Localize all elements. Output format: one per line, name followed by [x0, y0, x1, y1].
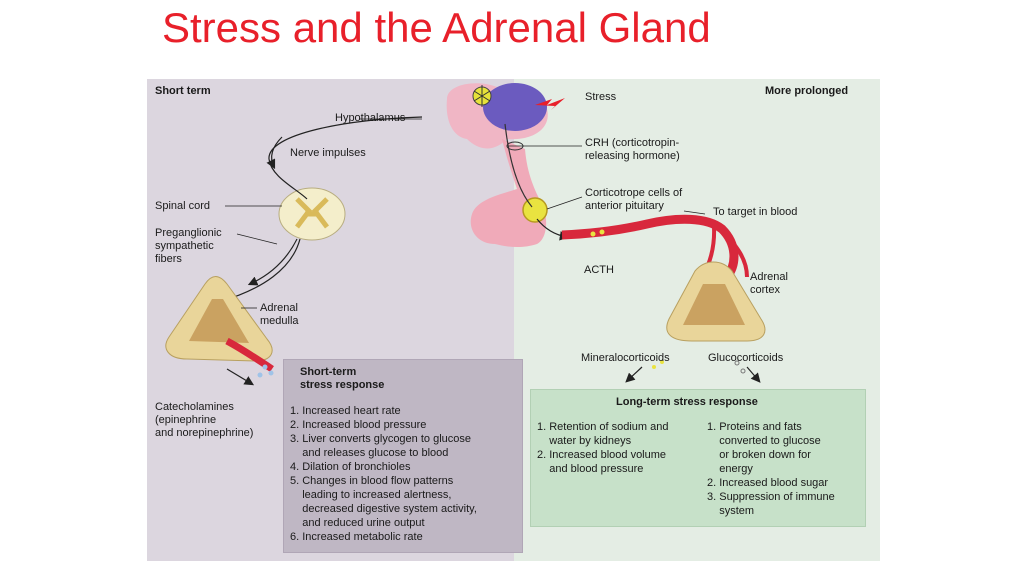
- more-prolonged-label: More prolonged: [765, 85, 849, 97]
- long-term-list-col2: 1. Proteins and fats converted to glucos…: [707, 420, 835, 518]
- short-term-label: Short term: [155, 85, 211, 97]
- list-item: 1. Increased heart rate: [290, 405, 401, 417]
- list-item: 4. Dilation of bronchioles: [290, 461, 411, 473]
- hypothalamus-figure: [446, 83, 548, 149]
- spinal-cord-figure: [278, 187, 346, 241]
- list-item: leading to increased alertness,: [290, 489, 452, 501]
- list-item: 5. Changes in blood flow patterns: [290, 475, 454, 487]
- list-item: decreased digestive system activity,: [290, 503, 477, 515]
- list-item: system: [707, 505, 755, 517]
- diagram-artwork: [165, 83, 766, 386]
- list-item: and releases glucose to blood: [290, 447, 449, 459]
- mineralocorticoids-label: Mineralocorticoids: [581, 352, 670, 364]
- short-term-list: 1. Increased heart rate 2. Increased blo…: [290, 404, 477, 544]
- list-item: 6. Increased metabolic rate: [290, 531, 423, 543]
- spinal-cord-label: Spinal cord: [155, 200, 211, 212]
- page-title: Stress and the Adrenal Gland: [162, 4, 711, 51]
- list-item: energy: [707, 463, 753, 475]
- stress-adrenal-diagram: Short term More prolonged Stress Hypotha…: [147, 79, 880, 561]
- adrenal-cortex-figure: [666, 261, 766, 342]
- list-item: 2. Increased blood volume: [537, 449, 667, 461]
- list-item: water by kidneys: [537, 435, 632, 447]
- nerve-impulses-label: Nerve impulses: [290, 147, 366, 159]
- list-item: 3. Liver converts glycogen to glucose: [290, 433, 471, 445]
- glucocorticoids-label: Glucocorticoids: [708, 352, 784, 364]
- hypothalamus-label: Hypothalamus: [335, 112, 406, 124]
- list-item: and blood pressure: [537, 463, 644, 475]
- list-item: 2. Increased blood sugar: [707, 477, 829, 489]
- acth-label: ACTH: [584, 264, 614, 276]
- long-term-response-box: Long-term stress response 1. Retention o…: [530, 389, 866, 527]
- list-item: 1. Proteins and fats: [707, 421, 802, 433]
- list-item: 3. Suppression of immune: [707, 491, 835, 503]
- list-item: 2. Increased blood pressure: [290, 419, 427, 431]
- list-item: and reduced urine output: [290, 517, 425, 529]
- crh-label: CRH (corticotropin-releasing hormone): [585, 137, 680, 162]
- stress-lightning-icon: [535, 98, 565, 110]
- list-item: converted to glucose: [707, 435, 821, 447]
- list-item: or broken down for: [707, 449, 811, 461]
- list-item: 1. Retention of sodium and: [537, 421, 669, 433]
- long-term-list-col1: 1. Retention of sodium and water by kidn…: [537, 420, 668, 476]
- to-target-label: To target in blood: [713, 206, 798, 218]
- stress-label: Stress: [585, 91, 617, 103]
- long-term-box-title: Long-term stress response: [616, 396, 758, 408]
- adrenal-medulla-figure: [165, 276, 274, 378]
